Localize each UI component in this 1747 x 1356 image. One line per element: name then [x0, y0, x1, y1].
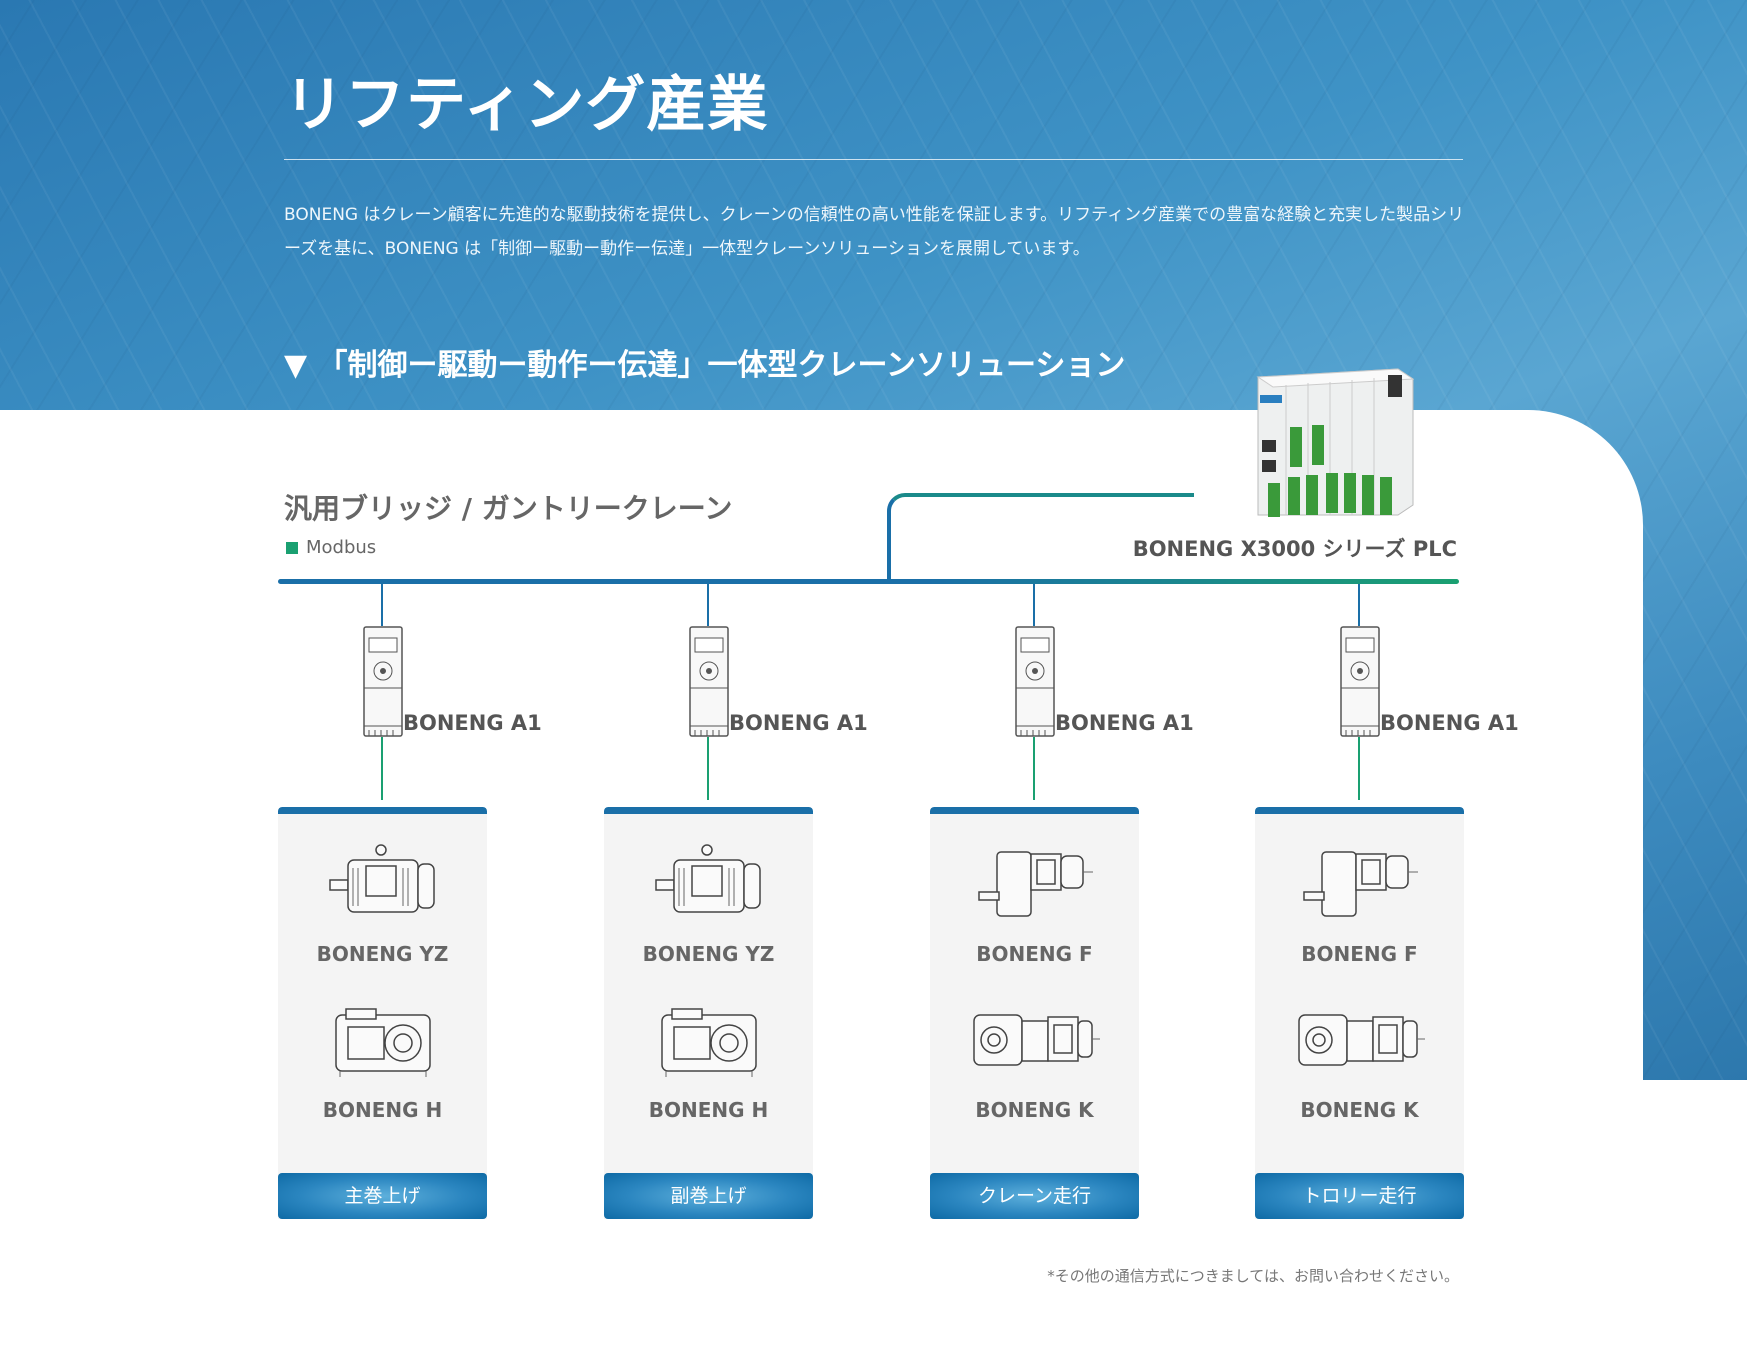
- product2-image: [278, 1007, 487, 1079]
- function-button[interactable]: 主巻上げ: [278, 1173, 487, 1219]
- product2-label: BONENG K: [975, 1098, 1094, 1122]
- drive-inverter-image: [1340, 626, 1380, 737]
- drive-output-line: [381, 737, 383, 800]
- drive-output-line: [1033, 737, 1035, 800]
- product1-label: BONENG YZ: [642, 942, 775, 966]
- drive-output-line: [707, 737, 709, 800]
- product-card: BONENG YZ BONENG H 副巻上げ: [604, 807, 813, 1219]
- product2-label: BONENG H: [648, 1098, 769, 1122]
- footnote: *その他の通信方式につきましては、お問い合わせください。: [1047, 1267, 1459, 1285]
- drive-label: BONENG A1: [403, 711, 542, 735]
- product-card: BONENG YZ BONENG H 主巻上げ: [278, 807, 487, 1219]
- section-title: ▼ 「制御ー駆動ー動作ー伝達」一体型クレーンソリューション: [284, 348, 1126, 383]
- product2-image: [930, 1007, 1139, 1071]
- page-title: リフティング産業: [284, 70, 769, 140]
- card-top-bar: [930, 807, 1139, 814]
- drive-label: BONENG A1: [1380, 711, 1519, 735]
- product2-image: [1255, 1007, 1464, 1071]
- card-top-bar: [278, 807, 487, 814]
- card-top-bar: [604, 807, 813, 814]
- legend-swatch: [286, 541, 298, 554]
- drive-inverter-image: [689, 626, 729, 737]
- plc-label: BONENG X3000 シリーズ PLC: [1132, 537, 1457, 561]
- bus-drop-line: [1358, 584, 1360, 626]
- drive-label: BONENG A1: [729, 711, 868, 735]
- product1-label: BONENG F: [976, 942, 1093, 966]
- product2-label: BONENG K: [1300, 1098, 1419, 1122]
- content-panel-bottom: [0, 1080, 1747, 1356]
- intro-paragraph: BONENG はクレーン顧客に先進的な駆動技術を提供し、クレーンの信頼性の高い性…: [284, 205, 1465, 259]
- legend-modbus: Modbus: [286, 537, 376, 558]
- plc-image: [1256, 368, 1414, 517]
- drive-inverter-image: [363, 626, 403, 737]
- product1-image: [1255, 842, 1464, 922]
- drive-output-line: [1358, 737, 1360, 800]
- product1-image: [930, 842, 1139, 922]
- bus-drop-line: [381, 584, 383, 626]
- product2-image: [604, 1007, 813, 1079]
- divider: [284, 159, 1463, 160]
- drive-label: BONENG A1: [1055, 711, 1194, 735]
- product-card: BONENG F BONENG K トロリー走行: [1255, 807, 1464, 1219]
- product1-image: [604, 842, 813, 922]
- bus-drop-line: [707, 584, 709, 626]
- plc-connector-line: [887, 493, 1194, 581]
- card-top-bar: [1255, 807, 1464, 814]
- diagram-subtitle: 汎用ブリッジ / ガントリークレーン: [284, 492, 733, 525]
- function-button[interactable]: クレーン走行: [930, 1173, 1139, 1219]
- product-card: BONENG F BONENG K クレーン走行: [930, 807, 1139, 1219]
- product1-label: BONENG YZ: [316, 942, 449, 966]
- bus-drop-line: [1033, 584, 1035, 626]
- product1-label: BONENG F: [1301, 942, 1418, 966]
- legend-label: Modbus: [306, 537, 377, 558]
- modbus-line: [278, 579, 1459, 584]
- drive-inverter-image: [1015, 626, 1055, 737]
- function-button[interactable]: 副巻上げ: [604, 1173, 813, 1219]
- product2-label: BONENG H: [322, 1098, 443, 1122]
- product1-image: [278, 842, 487, 922]
- function-button[interactable]: トロリー走行: [1255, 1173, 1464, 1219]
